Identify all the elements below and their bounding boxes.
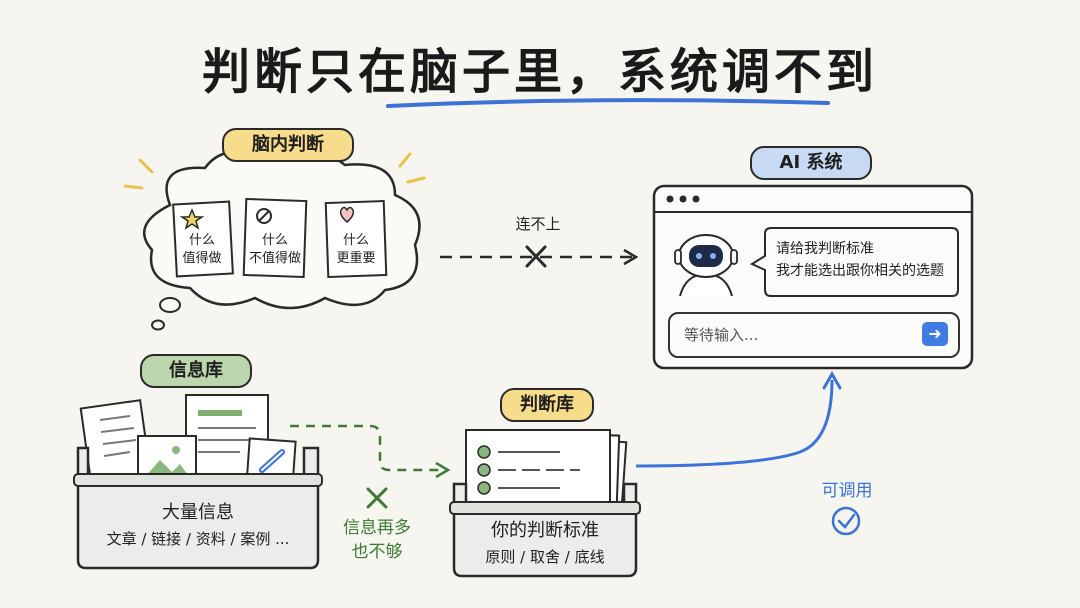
arrow-head-icon bbox=[435, 461, 451, 479]
speech-bubble bbox=[749, 227, 959, 297]
ai-message: 请给我判断标准 我才能选出跟你相关的选题 bbox=[776, 241, 944, 279]
forbidden-icon bbox=[256, 208, 272, 224]
arrow-head-icon bbox=[822, 370, 842, 390]
callable-label: 可调用 bbox=[821, 481, 873, 501]
basket-rim bbox=[73, 473, 323, 487]
ai-input-field[interactable]: 等待输入... ➜ bbox=[668, 312, 960, 358]
judgment-library-title: 你的判断标准 bbox=[491, 520, 599, 541]
info-to-judgment-arrow bbox=[290, 424, 444, 472]
sparkle-icon bbox=[123, 152, 426, 190]
check-circle-icon bbox=[831, 506, 861, 536]
checklist-stack-icon bbox=[465, 429, 628, 514]
disconnect-label: 连不上 bbox=[515, 215, 561, 233]
judgment-library-subtitle: 原则 / 取舍 / 底线 bbox=[485, 548, 605, 566]
basket-rim bbox=[449, 501, 641, 515]
thought-bubble-dot bbox=[151, 319, 165, 331]
arrow-right-icon: ➜ bbox=[928, 324, 942, 343]
judgment-library-label: 判断库 bbox=[500, 388, 594, 422]
window-dot-icon bbox=[692, 195, 700, 203]
note-text-not-worth: 什么 不值得做 bbox=[248, 233, 301, 266]
note-text-important: 什么 更重要 bbox=[336, 233, 376, 266]
star-icon bbox=[179, 208, 205, 230]
thought-bubble-dot bbox=[159, 297, 181, 313]
sticky-note bbox=[242, 197, 308, 279]
send-button[interactable]: ➜ bbox=[922, 322, 948, 346]
info-library-subtitle: 文章 / 链接 / 资料 / 案例 ... bbox=[106, 530, 290, 548]
arrow-head-icon bbox=[623, 248, 639, 266]
ai-input-placeholder: 等待输入... bbox=[684, 326, 759, 344]
ai-system-label: AI 系统 bbox=[750, 146, 872, 180]
title-underline bbox=[386, 98, 830, 108]
sticky-note bbox=[324, 199, 388, 279]
cross-icon bbox=[525, 245, 547, 268]
green-cross-icon bbox=[366, 487, 388, 509]
page-title: 判断只在脑子里，系统调不到 bbox=[201, 44, 878, 100]
window-dot-icon bbox=[679, 195, 687, 203]
callable-arrow bbox=[635, 379, 834, 468]
info-library-label: 信息库 bbox=[140, 354, 252, 388]
heart-icon bbox=[339, 206, 355, 223]
note-text-worth: 什么 值得做 bbox=[182, 233, 222, 266]
info-library-title: 大量信息 bbox=[162, 502, 234, 523]
brain-label: 脑内判断 bbox=[222, 128, 354, 162]
info-not-enough-label: 信息再多 也不够 bbox=[343, 518, 411, 562]
window-dot-icon bbox=[666, 195, 674, 203]
robot-icon bbox=[674, 234, 738, 297]
